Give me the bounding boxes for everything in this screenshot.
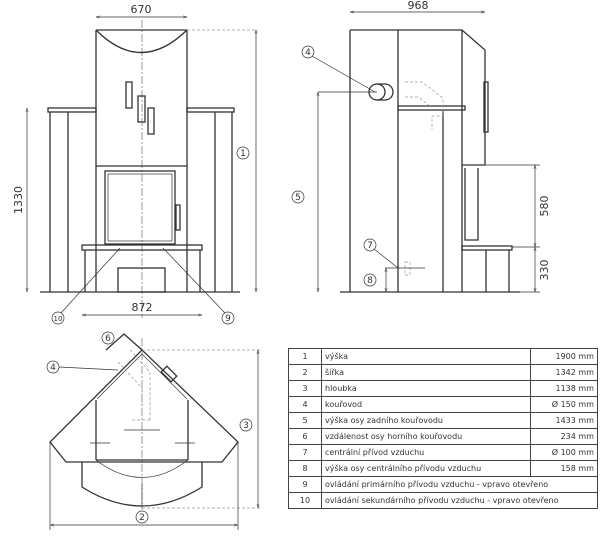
cell-num: 6 — [288, 428, 322, 445]
cell-label: výška osy zadního kouřovodu — [321, 412, 531, 429]
cell-value: 1433 mm — [530, 412, 598, 429]
cell-value: Ø 100 mm — [530, 444, 598, 461]
callout-4: 4 — [305, 48, 311, 58]
cell-label: výška osy centrálního přívodu vzduchu — [321, 460, 531, 477]
cell-value: 1138 mm — [530, 380, 598, 397]
dim-670: 670 — [131, 3, 152, 16]
cell-num: 9 — [288, 476, 322, 493]
cell-label: výška — [321, 348, 531, 365]
cell-label: ovládání sekundárního přívodu vzduchu - … — [321, 492, 598, 509]
callout-5: 5 — [295, 193, 301, 203]
callout-6: 6 — [105, 334, 111, 344]
cell-num: 8 — [288, 460, 322, 477]
dim-872: 872 — [132, 301, 153, 314]
cell-num: 7 — [288, 444, 322, 461]
cell-label: šířka — [321, 364, 531, 381]
plan-view: 4 6 3 2 — [46, 331, 262, 530]
callout-8: 8 — [367, 276, 373, 286]
cell-num: 1 — [288, 348, 322, 365]
callout-3: 3 — [243, 421, 249, 431]
dim-968: 968 — [408, 0, 429, 12]
cell-num: 10 — [288, 492, 322, 509]
cell-value: 1900 mm — [530, 348, 598, 365]
cell-num: 3 — [288, 380, 322, 397]
callout-1: 1 — [240, 149, 246, 159]
cell-value: 234 mm — [530, 428, 598, 445]
cell-label: vzdálenost osy horního kouřovodu — [321, 428, 531, 445]
dim-580: 580 — [538, 196, 551, 217]
cell-value: 158 mm — [530, 460, 598, 477]
dim-330: 330 — [538, 260, 551, 281]
callout-10: 10 — [54, 315, 63, 323]
cell-num: 4 — [288, 396, 322, 413]
cell-value: 1342 mm — [530, 364, 598, 381]
callout-9: 9 — [225, 314, 231, 324]
cell-num: 5 — [288, 412, 322, 429]
cell-num: 2 — [288, 364, 322, 381]
front-view: 670 1330 872 1 10 9 — [12, 3, 258, 325]
cell-label: hloubka — [321, 380, 531, 397]
callout-2: 2 — [139, 513, 145, 523]
cell-label: ovládání primárního přívodu vzduchu - vp… — [321, 476, 598, 493]
cell-label: kouřovod — [321, 396, 531, 413]
callout-7: 7 — [367, 241, 373, 251]
cell-value: Ø 150 mm — [530, 396, 598, 413]
cell-label: centrální přívod vzduchu — [321, 444, 531, 461]
callout-4-plan: 4 — [50, 363, 56, 373]
dim-1330: 1330 — [12, 186, 25, 214]
side-view: 968 580 330 4 5 7 8 — [291, 0, 551, 293]
